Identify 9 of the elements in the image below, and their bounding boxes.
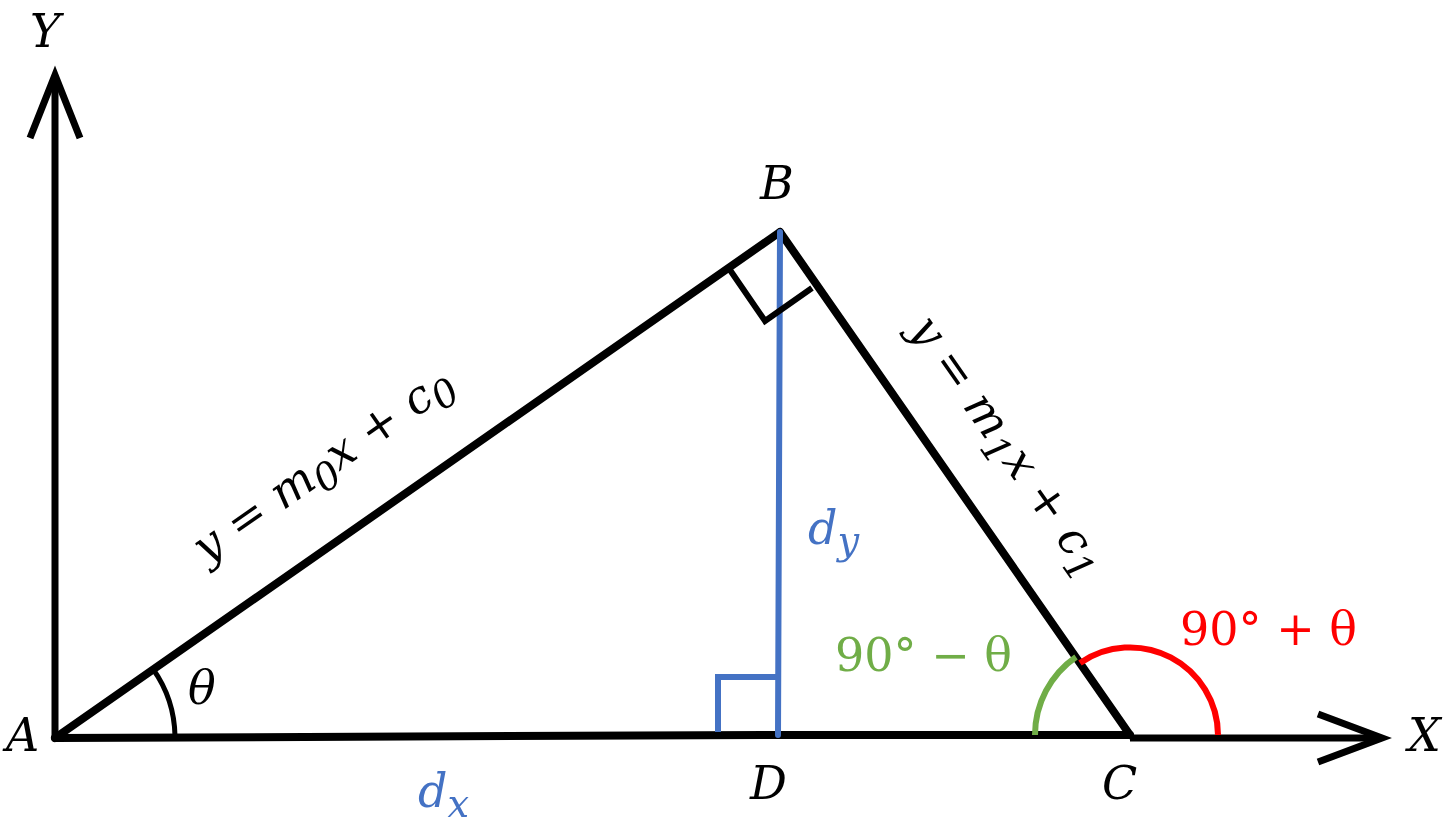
angle-label: 90° − θ xyxy=(835,632,1012,678)
angle-label: θ xyxy=(188,665,216,711)
edge-label: d$_{x}$ xyxy=(418,768,470,824)
point-label: D xyxy=(750,760,787,806)
line-segment xyxy=(775,229,783,738)
point-label: C xyxy=(1102,760,1138,806)
edge-label: d$_{y}$ xyxy=(808,505,860,561)
angle-label: 90° + θ xyxy=(1180,606,1357,652)
point-label: B xyxy=(760,160,794,206)
